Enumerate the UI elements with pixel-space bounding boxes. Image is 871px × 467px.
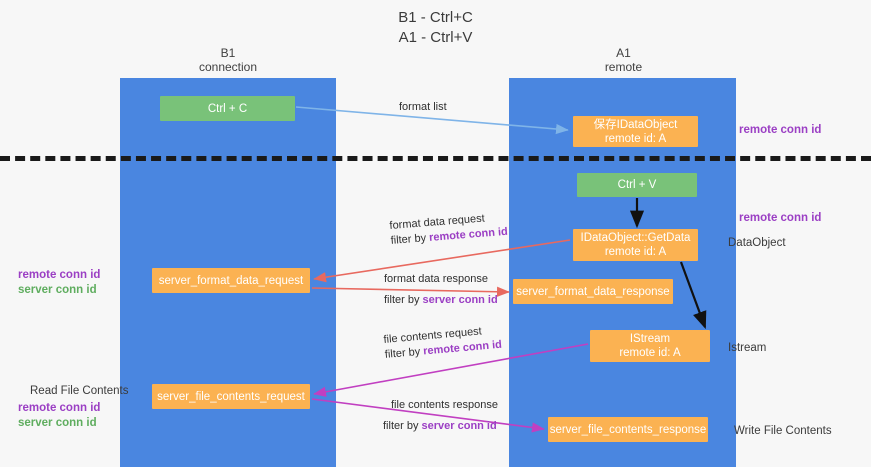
- node-server-file-contents-response[interactable]: server_file_contents_response: [548, 417, 708, 442]
- side-label-dataobject: DataObject: [728, 237, 786, 249]
- side-label-left-conn-ids-bottom: remote conn id server conn id: [18, 401, 100, 431]
- page-title: B1 - Ctrl+C A1 - Ctrl+V: [0, 8, 871, 48]
- column-header-b1: B1 connection: [128, 46, 328, 74]
- node-ctrl-c[interactable]: Ctrl + C: [160, 96, 295, 121]
- filter-value-server-conn-id: server conn id: [422, 294, 498, 306]
- filter-prefix: filter by: [384, 294, 423, 306]
- side-label-remote-conn-id-top: remote conn id: [739, 124, 822, 136]
- node-ctrl-c-label: Ctrl + C: [207, 102, 248, 115]
- node-idataobject-getdata-line1: IDataObject::GetData: [580, 232, 691, 244]
- edge-label-format-data-response-filter: filter by server conn id: [384, 293, 498, 308]
- column-header-a1: A1 remote: [518, 46, 729, 74]
- edge-label-file-contents-response: file contents response filter by server …: [383, 398, 499, 434]
- section-divider: [0, 156, 871, 161]
- node-ctrl-v-label: Ctrl + V: [617, 179, 657, 191]
- side-label-left-remote-conn-id-a: remote conn id: [18, 269, 101, 281]
- node-server-file-contents-response-label: server_file_contents_response: [549, 423, 707, 436]
- filter-prefix: filter by: [390, 231, 430, 247]
- node-istream-line1: IStream: [629, 333, 671, 345]
- edge-label-file-contents-response-filter: filter by server conn id: [383, 419, 498, 434]
- side-label-left-server-conn-id-a: server conn id: [18, 284, 97, 296]
- edge-label-format-data-request: format data request filter by remote con…: [389, 210, 508, 249]
- side-label-write-file-contents: Write File Contents: [734, 425, 832, 437]
- side-label-left-remote-conn-id-b: remote conn id: [18, 402, 101, 414]
- filter-prefix: filter by: [383, 420, 422, 432]
- node-server-file-contents-request[interactable]: server_file_contents_request: [152, 384, 310, 409]
- node-server-format-data-response[interactable]: server_format_data_response: [513, 279, 673, 304]
- column-header-a1-role: remote: [604, 60, 643, 74]
- filter-prefix: filter by: [384, 345, 424, 361]
- node-ctrl-v[interactable]: Ctrl + V: [577, 173, 697, 197]
- edge-label-format-list: format list: [399, 100, 447, 115]
- title-line-1: B1 - Ctrl+C: [398, 9, 473, 26]
- node-save-idataobject[interactable]: 保存IDataObject remote id: A: [573, 116, 698, 147]
- side-label-read-file-contents: Read File Contents: [30, 385, 129, 397]
- edge-label-file-contents-request: file contents request filter by remote c…: [383, 323, 503, 363]
- node-idataobject-getdata-line2: remote id: A: [604, 246, 667, 258]
- node-istream-line2: remote id: A: [619, 347, 681, 359]
- side-label-left-conn-ids-top: remote conn id server conn id: [18, 268, 100, 298]
- node-server-file-contents-request-label: server_file_contents_request: [157, 390, 305, 403]
- node-save-idataobject-line2: remote id: A: [604, 132, 667, 145]
- title-line-2: A1 - Ctrl+V: [398, 29, 473, 46]
- edge-label-format-list-text: format list: [399, 101, 447, 113]
- node-server-format-data-request-label: server_format_data_request: [158, 274, 304, 287]
- edge-label-format-data-response: format data response filter by server co…: [384, 272, 498, 308]
- node-idataobject-getdata[interactable]: IDataObject::GetData remote id: A: [573, 229, 698, 261]
- filter-value-server-conn-id: server conn id: [421, 420, 497, 432]
- node-save-idataobject-line1: 保存IDataObject: [593, 118, 678, 131]
- column-header-b1-role: connection: [198, 60, 258, 74]
- node-server-format-data-request[interactable]: server_format_data_request: [152, 268, 310, 293]
- column-header-b1-name: B1: [220, 46, 236, 60]
- edge-label-format-data-response-text: format data response: [384, 273, 488, 285]
- column-header-a1-name: A1: [616, 46, 631, 60]
- edge-label-file-contents-response-text: file contents response: [391, 399, 499, 411]
- side-label-istream: Istream: [728, 342, 767, 354]
- node-istream[interactable]: IStream remote id: A: [590, 330, 710, 362]
- side-label-left-server-conn-id-b: server conn id: [18, 417, 97, 429]
- node-server-format-data-response-label: server_format_data_response: [516, 285, 670, 298]
- side-label-remote-conn-id-mid: remote conn id: [739, 212, 822, 224]
